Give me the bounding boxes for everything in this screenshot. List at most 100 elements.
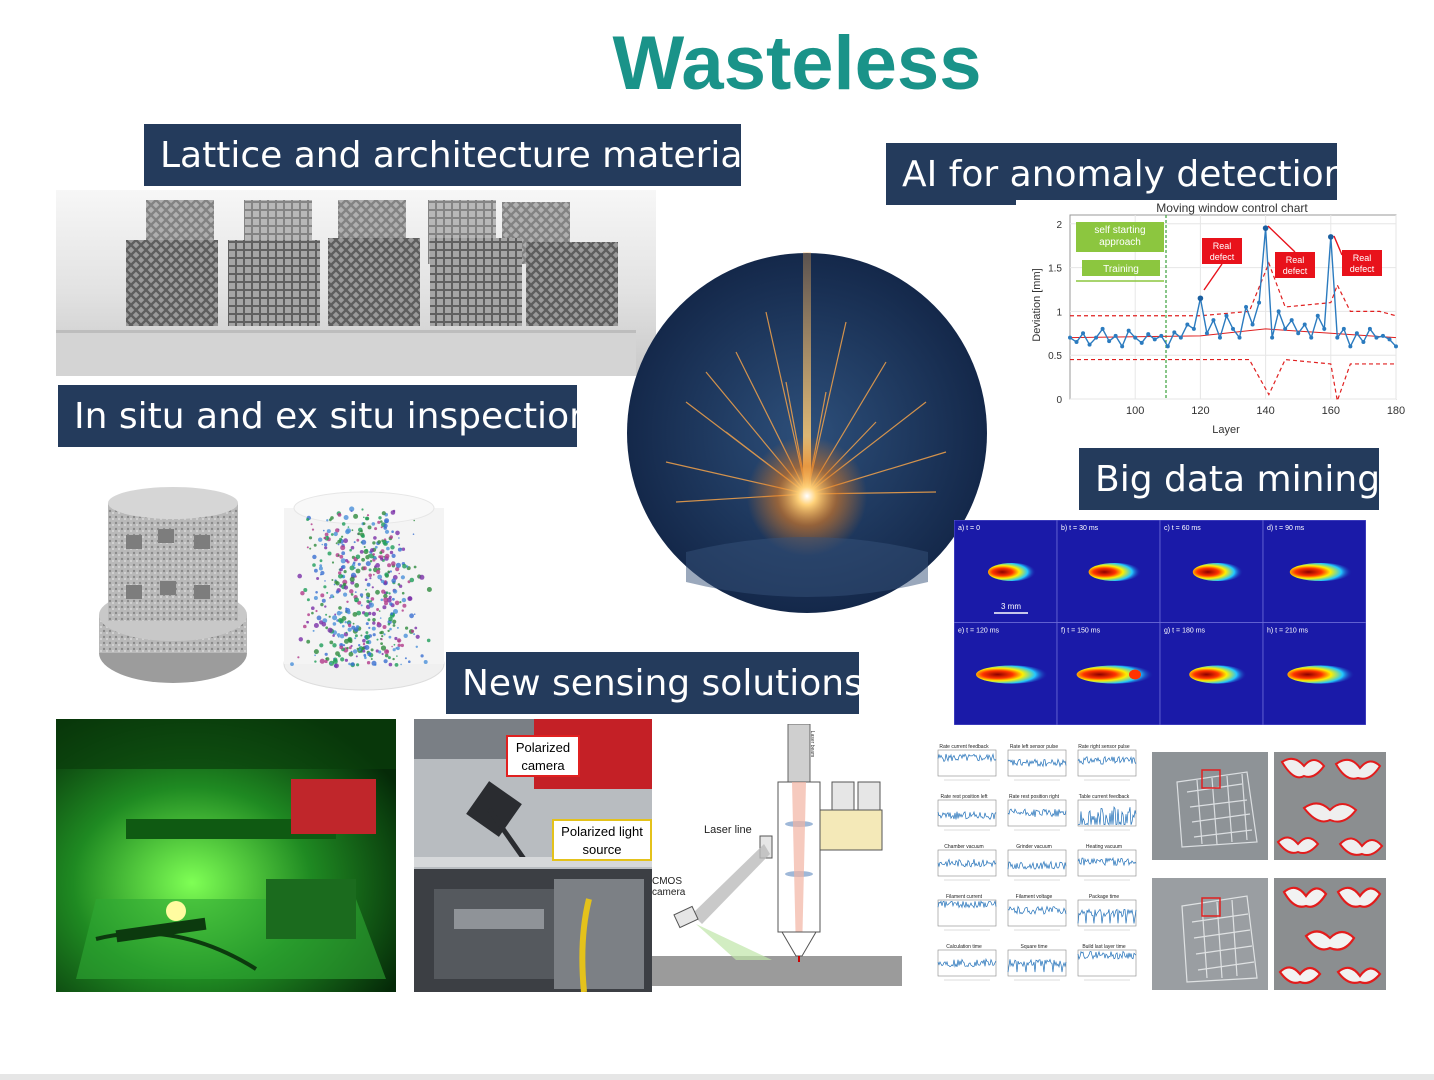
pore-mark <box>306 639 311 644</box>
pore-mark <box>423 660 428 664</box>
pore-mark <box>339 634 345 639</box>
pore-mark <box>334 613 337 616</box>
y-tick-label: 0.5 <box>1048 351 1062 362</box>
pore-mark <box>368 568 372 572</box>
pore-mark <box>396 646 400 651</box>
pore-mark <box>401 591 405 595</box>
pore-mark <box>377 567 381 571</box>
melt-pool-panel-label: c) t = 60 ms <box>1164 525 1201 532</box>
signal-trace <box>1007 958 1067 973</box>
pore-mark <box>404 657 407 660</box>
pore-mark <box>313 623 319 628</box>
signal-panel-frame <box>1077 749 1137 777</box>
pore-mark <box>314 660 317 663</box>
pore-mark <box>365 634 370 640</box>
pore-mark <box>352 561 356 565</box>
pore-mark <box>334 580 338 584</box>
pore-mark <box>362 522 366 525</box>
pore-mark <box>397 583 401 586</box>
pore-mark <box>349 565 355 571</box>
pore-mark <box>388 592 391 595</box>
pore-mark <box>394 636 398 641</box>
pore-mark <box>374 527 378 531</box>
data-point <box>1197 295 1204 302</box>
y-tick-label: 1 <box>1056 307 1062 318</box>
ct-zoom-2 <box>1274 878 1386 990</box>
self-start-text-1: self starting <box>1094 225 1145 236</box>
pore-mark <box>388 635 392 639</box>
pore-mark <box>414 626 418 630</box>
pore-mark <box>415 634 420 639</box>
pore-mark <box>297 656 300 659</box>
pore-mark <box>351 529 354 532</box>
pore-mark <box>341 535 344 538</box>
pore-mark <box>337 554 340 557</box>
pore-mark <box>309 547 312 550</box>
y-tick-label: 0 <box>1056 395 1062 406</box>
pore-mark <box>364 612 369 617</box>
signal-panel-frame <box>937 749 997 777</box>
pore-mark <box>402 603 407 608</box>
pore-mark <box>396 655 398 657</box>
pore-mark <box>365 548 368 552</box>
pore-mark <box>371 522 376 526</box>
pore-mark <box>361 557 365 562</box>
pore-mark <box>395 567 400 572</box>
pore-mark <box>338 618 343 623</box>
pore-mark <box>365 622 369 626</box>
signal-panel-title: Filament voltage <box>1016 894 1053 900</box>
x-tick-label: 180 <box>1387 405 1405 417</box>
pore-mark <box>372 633 376 637</box>
pore-mark <box>340 558 346 564</box>
pore-mark <box>331 561 335 564</box>
data-point <box>1328 234 1334 240</box>
pore-mark <box>372 553 375 556</box>
pore-mark <box>310 523 313 526</box>
pore-mark <box>352 649 358 654</box>
pore-mark <box>339 554 344 559</box>
ct-slice-1 <box>1152 752 1268 860</box>
signal-panel-title: Calculation time <box>946 944 982 950</box>
data-point <box>1244 305 1249 309</box>
pore-mark <box>342 624 345 628</box>
x-tick-label: 160 <box>1322 405 1340 417</box>
pore-mark <box>360 634 363 637</box>
upper-control-limit <box>1070 261 1397 317</box>
melt-pool-blob <box>976 665 1048 684</box>
signal-panel-frame <box>1007 849 1067 877</box>
pore-mark <box>364 645 370 650</box>
pore-mark <box>366 514 370 517</box>
pore-mark <box>362 649 366 653</box>
pore-mark <box>324 652 328 656</box>
data-point <box>1341 326 1346 331</box>
melt-pool-blob <box>1192 563 1244 581</box>
slide-bottom-border <box>0 1074 1434 1080</box>
pore-mark <box>380 642 383 645</box>
center-line <box>1069 328 1397 339</box>
pore-mark <box>392 597 395 601</box>
pore-mark <box>319 559 323 563</box>
lattice-samples-photo <box>56 190 656 376</box>
polarized-camera-callout: Polarized camera <box>506 735 580 777</box>
pore-mark <box>323 543 328 547</box>
pore-mark <box>347 610 351 615</box>
pore-mark <box>370 548 375 553</box>
pore-mark <box>343 582 347 586</box>
pore-mark <box>393 609 398 614</box>
pore-mark <box>343 592 348 597</box>
pore-mark <box>410 629 415 633</box>
pore-mark <box>336 633 341 637</box>
pore-mark <box>377 520 381 524</box>
pore-mark <box>347 623 352 628</box>
pore-mark <box>344 658 348 662</box>
pore-mark <box>312 563 316 567</box>
pore-mark <box>306 518 310 521</box>
pore-mark <box>403 633 408 638</box>
signal-trace <box>1077 950 1137 961</box>
pore-mark <box>412 533 415 535</box>
pore-mark <box>343 515 349 520</box>
pore-mark <box>339 645 344 650</box>
pore-mark <box>356 663 360 667</box>
pore-mark <box>314 568 318 573</box>
